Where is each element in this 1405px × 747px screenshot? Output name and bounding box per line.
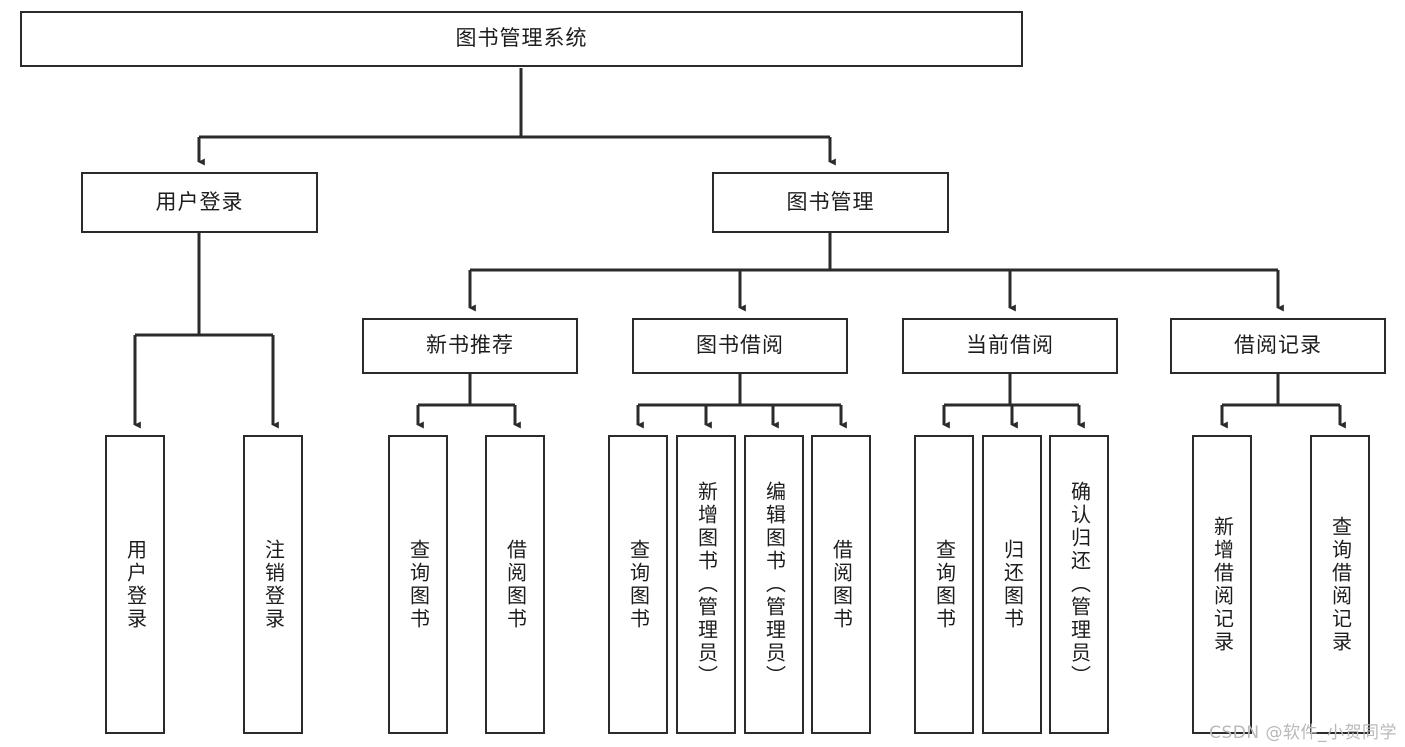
leaf-user-login[interactable]: 用户登录 [105, 435, 165, 734]
node-label: 查询图书 [626, 538, 651, 631]
node-label: 归还图书 [1000, 538, 1025, 631]
node-label: 注销登录 [261, 538, 286, 631]
leaf-edit-book-admin[interactable]: 编辑图书（管理员） [744, 435, 804, 734]
node-label: 新增图书（管理员） [694, 481, 719, 688]
node-new-book-recommend[interactable]: 新书推荐 [362, 318, 578, 374]
node-label: 图书管理系统 [455, 26, 588, 51]
node-label: 借阅图书 [829, 538, 854, 631]
node-book-management[interactable]: 图书管理 [712, 172, 949, 233]
leaf-logout[interactable]: 注销登录 [243, 435, 303, 734]
node-label: 确认归还（管理员） [1067, 481, 1092, 688]
node-label: 借阅图书 [503, 538, 528, 631]
leaf-confirm-return-admin[interactable]: 确认归还（管理员） [1049, 435, 1109, 734]
leaf-query-borrow-record[interactable]: 查询借阅记录 [1310, 435, 1370, 734]
leaf-borrow-book-newbook[interactable]: 借阅图书 [485, 435, 545, 734]
node-label: 查询借阅记录 [1328, 515, 1353, 654]
node-label: 借阅记录 [1234, 333, 1322, 358]
csdn-watermark: CSDN @软件_小贺同学 [1209, 723, 1397, 743]
leaf-query-book-borrow[interactable]: 查询图书 [608, 435, 668, 734]
node-label: 新增借阅记录 [1210, 515, 1235, 654]
node-label: 查询图书 [932, 538, 957, 631]
leaf-query-book-newbook[interactable]: 查询图书 [388, 435, 448, 734]
leaf-query-book-current[interactable]: 查询图书 [914, 435, 974, 734]
node-label: 编辑图书（管理员） [762, 481, 787, 688]
node-label: 用户登录 [155, 189, 244, 214]
node-user-login[interactable]: 用户登录 [81, 172, 318, 233]
node-label: 用户登录 [123, 538, 148, 631]
leaf-add-book-admin[interactable]: 新增图书（管理员） [676, 435, 736, 734]
node-current-borrow[interactable]: 当前借阅 [902, 318, 1118, 374]
node-label: 图书借阅 [696, 333, 784, 358]
node-label: 查询图书 [406, 538, 431, 631]
leaf-borrow-book[interactable]: 借阅图书 [811, 435, 871, 734]
leaf-return-book[interactable]: 归还图书 [982, 435, 1042, 734]
node-book-borrow[interactable]: 图书借阅 [632, 318, 848, 374]
node-label: 当前借阅 [966, 333, 1054, 358]
node-label: 新书推荐 [426, 333, 514, 358]
node-root-system[interactable]: 图书管理系统 [20, 11, 1023, 67]
node-borrow-record[interactable]: 借阅记录 [1170, 318, 1386, 374]
node-label: 图书管理 [786, 189, 875, 214]
leaf-add-borrow-record[interactable]: 新增借阅记录 [1192, 435, 1252, 734]
